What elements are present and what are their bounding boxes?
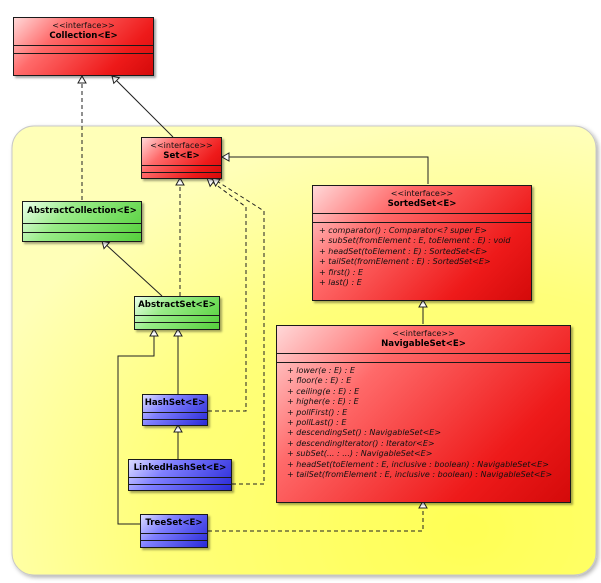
abstractcollection-class-box[interactable]: AbstractCollection<E> <box>22 201 142 242</box>
abstractcollection-name: AbstractCollection<E> <box>27 206 137 216</box>
set-operations-compartment <box>142 172 221 173</box>
sortedset-operation: + last() : E <box>319 278 362 288</box>
set-interface-box[interactable]: <<interface>> Set<E> <box>141 137 222 179</box>
hashset-name: HashSet<E> <box>144 398 206 408</box>
relationship-lines <box>81 75 429 532</box>
collection-interface-box[interactable]: <<interface>> Collection<E> <box>13 17 154 76</box>
navigableset-operation: + subSet(... : ...) : NavigableSet<E> <box>287 449 433 459</box>
collection-stereotype: <<interface>> <box>52 21 115 30</box>
sortedset-operation: + headSet(toElement : E) : SortedSet<E> <box>319 246 488 256</box>
navigableset-operation: + pollLast() : E <box>287 418 347 428</box>
navigableset-operation: + floor(e : E) : E <box>287 376 352 386</box>
treeset-attributes-compartment <box>141 533 207 540</box>
arrowhead-set-from-sortedset <box>220 152 230 162</box>
generalization-sortedset-set <box>222 156 429 184</box>
abstractset-name: AbstractSet<E> <box>138 300 216 310</box>
generalization-treeset-abstractset <box>117 329 155 525</box>
set-attributes-compartment <box>142 165 221 172</box>
realization-treeset-navigableset <box>208 508 424 532</box>
collection-name: Collection<E> <box>49 31 118 41</box>
sortedset-operation: + tailSet(fromElement : E) : SortedSet<E… <box>319 257 491 267</box>
collection-attributes-compartment <box>14 45 153 53</box>
set-stereotype: <<interface>> <box>150 141 213 150</box>
treeset-name: TreeSet<E> <box>145 518 203 528</box>
arrowhead-collection-from-set <box>111 75 121 85</box>
navigableset-operation: + headSet(toElement : E, inclusive : boo… <box>287 459 549 469</box>
sortedset-operation: + subSet(fromElement : E, toElement : E)… <box>319 236 511 246</box>
navigableset-operations-compartment: + lower(e : E) : E + floor(e : E) : E + … <box>277 362 570 482</box>
navigableset-operation: + lower(e : E) : E <box>287 366 355 375</box>
hashset-class-box[interactable]: HashSet<E> <box>142 394 208 426</box>
sortedset-attributes-compartment <box>313 213 531 222</box>
linkedhashset-operations-compartment <box>129 484 231 485</box>
navigableset-name: NavigableSet<E> <box>381 339 466 349</box>
arrowhead-abstractset-from-treeset <box>149 327 159 337</box>
navigableset-operation: + higher(e : E) : E <box>287 397 359 407</box>
realization-hashset-set <box>206 177 247 412</box>
set-name: Set<E> <box>163 151 200 161</box>
generalization-set-collection <box>111 75 174 138</box>
sortedset-operations-compartment: + comparator() : Comparator<? super E> +… <box>313 222 531 290</box>
navigableset-attributes-compartment <box>277 353 570 362</box>
navigableset-interface-box[interactable]: <<interface>> NavigableSet<E> + lower(e … <box>276 325 571 503</box>
realization-linkedhashset-set <box>211 177 265 485</box>
linkedhashset-attributes-compartment <box>129 477 231 484</box>
navigableset-operation: + ceiling(e : E) : E <box>287 386 360 396</box>
generalization-abstractset-abstractcollection <box>101 240 163 297</box>
navigableset-operation: + pollFirst() : E <box>287 407 348 417</box>
inheritance-arrowheads <box>77 74 428 509</box>
sortedset-operation: + comparator() : Comparator<? super E> <box>319 226 487 235</box>
linkedhashset-class-box[interactable]: LinkedHashSet<E> <box>128 459 232 491</box>
abstractcollection-operations-compartment <box>23 232 141 233</box>
abstractset-class-box[interactable]: AbstractSet<E> <box>134 296 220 330</box>
linkedhashset-name: LinkedHashSet<E> <box>133 463 227 473</box>
sortedset-stereotype: <<interface>> <box>390 189 454 198</box>
treeset-class-box[interactable]: TreeSet<E> <box>140 514 208 548</box>
abstractset-attributes-compartment <box>135 315 219 322</box>
navigableset-stereotype: <<interface>> <box>392 329 455 338</box>
arrowhead-collection-from-abstractcollection <box>77 74 87 84</box>
treeset-operations-compartment <box>141 540 207 541</box>
arrowhead-hashset-from-linkedhashset <box>173 423 183 433</box>
abstractset-operations-compartment <box>135 322 219 323</box>
navigableset-operation: + descendingIterator() : Iterator<E> <box>287 438 435 448</box>
navigableset-operation: + descendingSet() : NavigableSet<E> <box>287 428 442 438</box>
sortedset-interface-box[interactable]: <<interface>> SortedSet<E> + comparator(… <box>312 185 532 301</box>
arrowhead-navigableset-from-treeset <box>418 499 428 509</box>
arrowhead-set-from-abstractset <box>175 176 185 186</box>
sortedset-name: SortedSet<E> <box>387 199 457 209</box>
hashset-operations-compartment <box>143 419 207 420</box>
navigableset-operation: + tailSet(fromElement : E, inclusive : b… <box>287 470 553 480</box>
collection-operations-compartment <box>14 53 153 54</box>
arrowhead-sortedset-from-navigableset <box>418 298 428 308</box>
sortedset-operation: + first() : E <box>319 267 364 277</box>
arrowhead-abstractset-from-hashset <box>173 327 183 337</box>
hashset-attributes-compartment <box>143 412 207 419</box>
abstractcollection-attributes-compartment <box>23 223 141 232</box>
